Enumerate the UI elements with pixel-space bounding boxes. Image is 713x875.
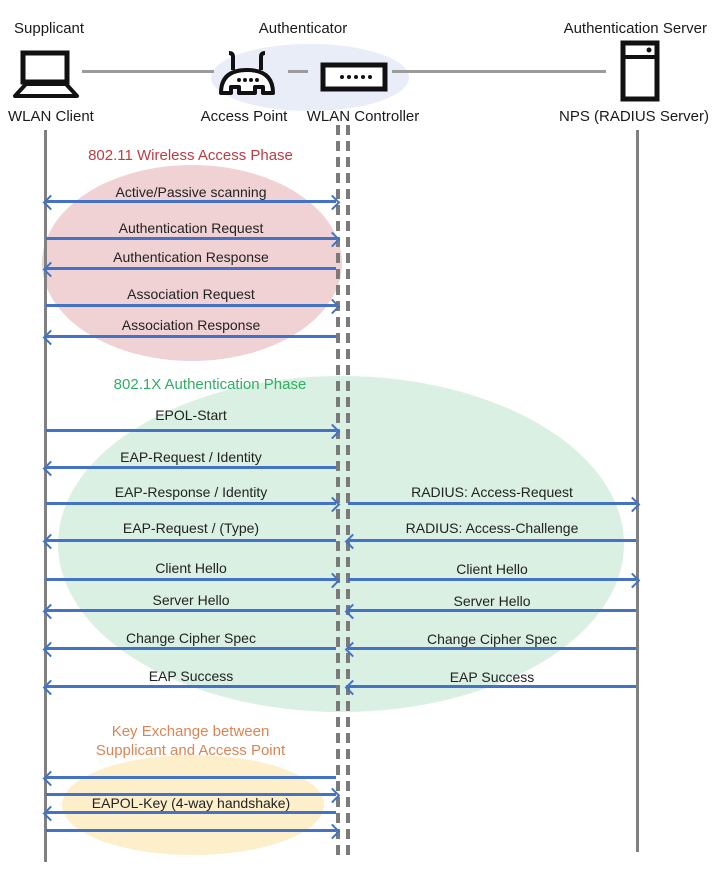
message-arrow-left <box>42 679 336 696</box>
lifeline-wlan-client <box>44 130 47 862</box>
message-label: EPOL-Start <box>155 407 227 423</box>
message-label: EAP-Response / Identity <box>114 484 268 500</box>
message-arrow-right <box>46 298 340 315</box>
message-label: RADIUS: Access-Challenge <box>405 520 579 536</box>
message-arrow-left <box>344 533 636 550</box>
message-arrow-left <box>42 261 336 278</box>
connector-client-ap <box>82 70 214 73</box>
connector-ap-controller <box>288 70 308 73</box>
message-label: Change Cipher Spec <box>427 631 557 647</box>
message-label: EAP Success <box>148 668 234 684</box>
connector-controller-server <box>392 70 606 73</box>
message-label: EAP Success <box>449 669 535 685</box>
message-label: Client Hello <box>155 560 227 576</box>
access-point-icon <box>216 50 278 102</box>
message-arrow-right <box>46 231 340 248</box>
phase1-ellipse <box>42 165 342 361</box>
message-label: Association Request <box>127 286 255 302</box>
message-label: Client Hello <box>456 561 528 577</box>
message-arrow-left <box>344 641 636 658</box>
role-supplicant: Supplicant <box>14 20 85 37</box>
phase3-ellipse <box>62 755 324 855</box>
message-arrow-left <box>42 329 336 346</box>
message-arrow-right <box>46 496 340 513</box>
message-label: EAP-Request / (Type) <box>122 520 260 536</box>
message-label: Active/Passive scanning <box>115 184 267 200</box>
message-label: Association Response <box>121 317 261 333</box>
message-label: RADIUS: Access-Request <box>411 484 573 500</box>
message-arrow-both <box>42 194 340 211</box>
message-arrow-right <box>46 823 340 840</box>
message-arrow-left <box>42 805 336 822</box>
message-label: EAP-Request / Identity <box>120 449 262 465</box>
phase3-title-line1: Key Exchange between <box>111 723 270 740</box>
message-arrow-right <box>348 496 640 513</box>
message-arrow-left <box>344 679 636 696</box>
message-arrow-right <box>46 572 340 589</box>
message-arrow-left <box>42 533 336 550</box>
message-label: Authentication Response <box>113 249 269 265</box>
message-arrow-left <box>42 641 336 658</box>
phase1-title: 802.11 Wireless Access Phase <box>88 147 293 164</box>
message-label: Server Hello <box>453 593 531 609</box>
lifeline-wlan-controller-left <box>336 125 340 855</box>
message-label: EAPOL-Key (4-way handshake) <box>91 795 291 811</box>
message-arrow-right <box>46 787 340 804</box>
server-icon <box>620 40 660 102</box>
node-label-wlan-client: WLAN Client <box>8 108 94 125</box>
role-authentication-server: Authentication Server <box>563 20 707 37</box>
message-arrow-left <box>344 603 636 620</box>
message-arrow-left <box>42 603 336 620</box>
node-label-wlan-controller: WLAN Controller <box>306 108 420 125</box>
message-arrow-right <box>46 423 340 440</box>
wlan-controller-icon <box>320 62 388 92</box>
node-label-nps: NPS (RADIUS Server) <box>558 108 710 125</box>
message-label: Authentication Request <box>118 220 264 236</box>
lifeline-nps <box>636 130 639 852</box>
message-label: Server Hello <box>152 592 230 608</box>
message-arrow-left <box>42 770 336 787</box>
role-authenticator: Authenticator <box>258 20 348 37</box>
node-label-access-point: Access Point <box>200 108 288 125</box>
phase2-ellipse <box>58 376 624 712</box>
message-arrow-left <box>42 460 336 477</box>
lifeline-wlan-controller-right <box>346 125 350 855</box>
phase2-title: 802.1X Authentication Phase <box>113 376 307 393</box>
phase3-title-line2: Supplicant and Access Point <box>95 742 286 759</box>
message-label: Change Cipher Spec <box>126 630 256 646</box>
message-arrow-right <box>348 572 640 589</box>
laptop-icon <box>12 50 80 100</box>
